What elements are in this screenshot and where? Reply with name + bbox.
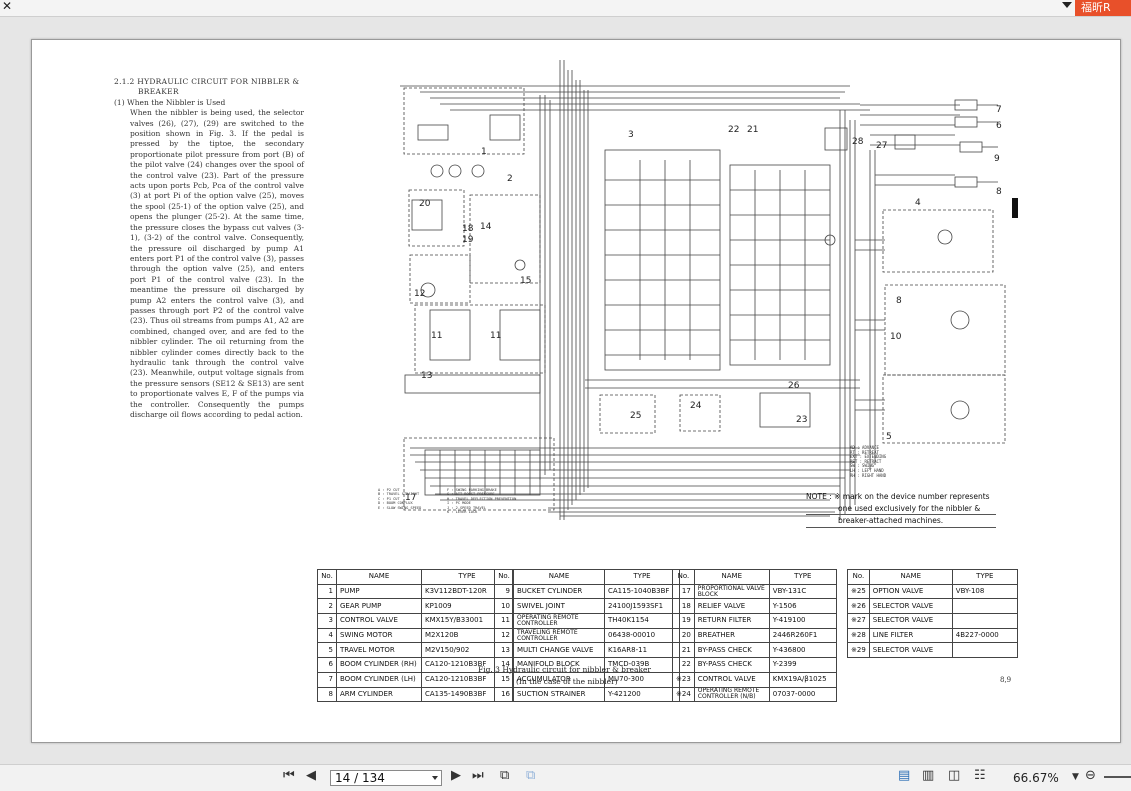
facing-view-icon[interactable]: ◫ [948,768,961,783]
figure-subcaption: (In the case of the nibbler) [516,677,618,686]
section-heading: 2.1.2 HYDRAULIC CIRCUIT FOR NIBBLER & [114,77,300,86]
zoom-slider[interactable] [1104,776,1131,778]
zoom-level[interactable]: 66.67% [1013,771,1059,785]
page-number-input[interactable]: 14 / 134 [330,770,442,786]
continuous-view-icon[interactable]: ▥ [922,768,935,783]
next-view-icon[interactable]: ⧉ [526,768,536,783]
bottom-toolbar: ⏮ ◀ 14 / 134 ▶ ⏭ ⧉ ⧉ ▤ ▥ ◫ ☷ 66.67% ▼ ⊖ [0,764,1131,791]
single-page-view-icon[interactable]: ▤ [898,768,911,783]
section-heading-cont: BREAKER [138,87,179,97]
chevron-down-icon[interactable] [432,776,438,780]
note-line: breaker-attached machines. [806,514,996,528]
note-block: NOTE : ※ mark on the device number repre… [806,491,996,528]
zoom-out-icon[interactable]: ⊖ [1085,768,1096,783]
last-page-icon[interactable]: ⏭ [472,768,484,783]
note-line: NOTE : ※ mark on the device number repre… [806,492,990,501]
close-tab-icon[interactable]: ✕ [2,0,13,13]
page-number: 8,9 [1000,676,1012,684]
section-text: 2.1.2 HYDRAULIC CIRCUIT FOR NIBBLER & BR… [114,77,304,420]
continuous-facing-view-icon[interactable]: ☷ [974,768,986,783]
note-line: one used exclusively for the nibbler & [838,503,981,513]
next-page-icon[interactable]: ▶ [451,768,461,783]
zoom-dropdown-icon[interactable]: ▼ [1072,772,1079,782]
previous-view-icon[interactable]: ⧉ [500,768,510,783]
window-top-bar: ✕ 福昕R [0,0,1131,17]
dropdown-arrow-icon[interactable] [1062,2,1072,8]
previous-page-icon[interactable]: ◀ [306,768,316,783]
scroll-marker [1012,198,1018,218]
first-page-icon[interactable]: ⏮ [283,768,295,783]
section-body: When the nibbler is being used, the sele… [130,108,304,419]
figure-caption: Fig. 3 Hydraulic circuit for nibbler & b… [478,665,652,674]
promo-banner[interactable]: 福昕R [1075,0,1131,16]
subsection-heading: (1) When the Nibbler is Used [114,97,226,107]
